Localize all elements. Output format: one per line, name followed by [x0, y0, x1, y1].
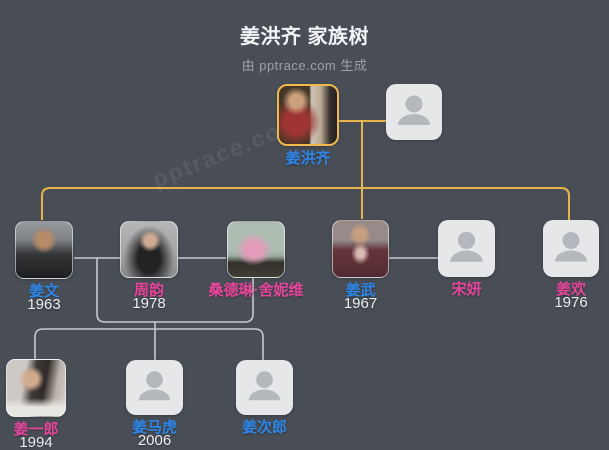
birth-year: 1978 — [132, 295, 166, 312]
photo-jiang-wu — [332, 220, 389, 278]
person-name: 姜洪齐 — [285, 150, 331, 167]
header: 姜洪齐 家族树 由 pptrace.com 生成 — [0, 0, 609, 74]
birth-year: 1976 — [554, 294, 588, 311]
placeholder-avatar — [543, 220, 599, 277]
person-silhouette-icon — [555, 232, 587, 262]
person-node-jiang-huan[interactable]: 姜欢 1976 — [543, 220, 599, 311]
person-node-zhou-yun[interactable]: 周韵 1978 — [120, 221, 178, 312]
person-silhouette-icon — [138, 371, 171, 401]
person-silhouette-icon — [398, 95, 430, 125]
page-title: 姜洪齐 家族树 — [239, 26, 370, 48]
person-name: 姜武 — [345, 282, 376, 299]
person-node-unknown-spouse[interactable] — [386, 84, 442, 140]
person-name: 宋妍 — [451, 281, 482, 298]
placeholder-avatar — [126, 360, 183, 415]
photo-jiang-wen — [15, 221, 73, 279]
person-name: 姜文 — [28, 283, 60, 300]
photo-jiang-yilang — [6, 359, 66, 417]
photo-jiang-hongqi — [277, 84, 339, 146]
person-node-jiang-mahu[interactable]: 姜马虎 2006 — [126, 360, 183, 449]
person-node-jiang-wen[interactable]: 姜文 1963 — [15, 221, 73, 313]
birth-year: 2006 — [137, 432, 172, 449]
generator-credit: 由 pptrace.com 生成 — [241, 58, 368, 73]
placeholder-avatar — [236, 360, 293, 415]
person-name: 姜次郎 — [241, 419, 288, 436]
person-node-jiang-cilang[interactable]: 姜次郎 — [236, 360, 293, 436]
person-name: 周韵 — [133, 282, 165, 299]
photo-zhou-yun — [120, 221, 178, 278]
person-node-sandrine[interactable]: 桑德琳·舍妮维 — [209, 221, 304, 299]
person-node-jiang-hongqi[interactable]: 姜洪齐 — [277, 84, 339, 167]
person-node-jiang-wu[interactable]: 姜武 1967 — [332, 220, 389, 312]
person-name: 桑德琳·舍妮维 — [208, 282, 304, 299]
person-name: 姜一郎 — [13, 421, 59, 438]
person-silhouette-icon — [450, 231, 483, 262]
photo-sandrine — [227, 221, 285, 278]
birth-year: 1963 — [27, 296, 61, 313]
person-name: 姜马虎 — [131, 419, 178, 436]
person-name: 姜欢 — [555, 281, 587, 298]
person-node-jiang-yilang[interactable]: 姜一郎 1994 — [6, 359, 66, 450]
person-node-song-yan[interactable]: 宋妍 — [438, 220, 495, 298]
birth-year: 1967 — [343, 295, 378, 312]
placeholder-avatar — [438, 220, 495, 277]
person-silhouette-icon — [248, 371, 281, 401]
placeholder-avatar — [386, 84, 442, 140]
birth-year: 1994 — [19, 434, 53, 450]
